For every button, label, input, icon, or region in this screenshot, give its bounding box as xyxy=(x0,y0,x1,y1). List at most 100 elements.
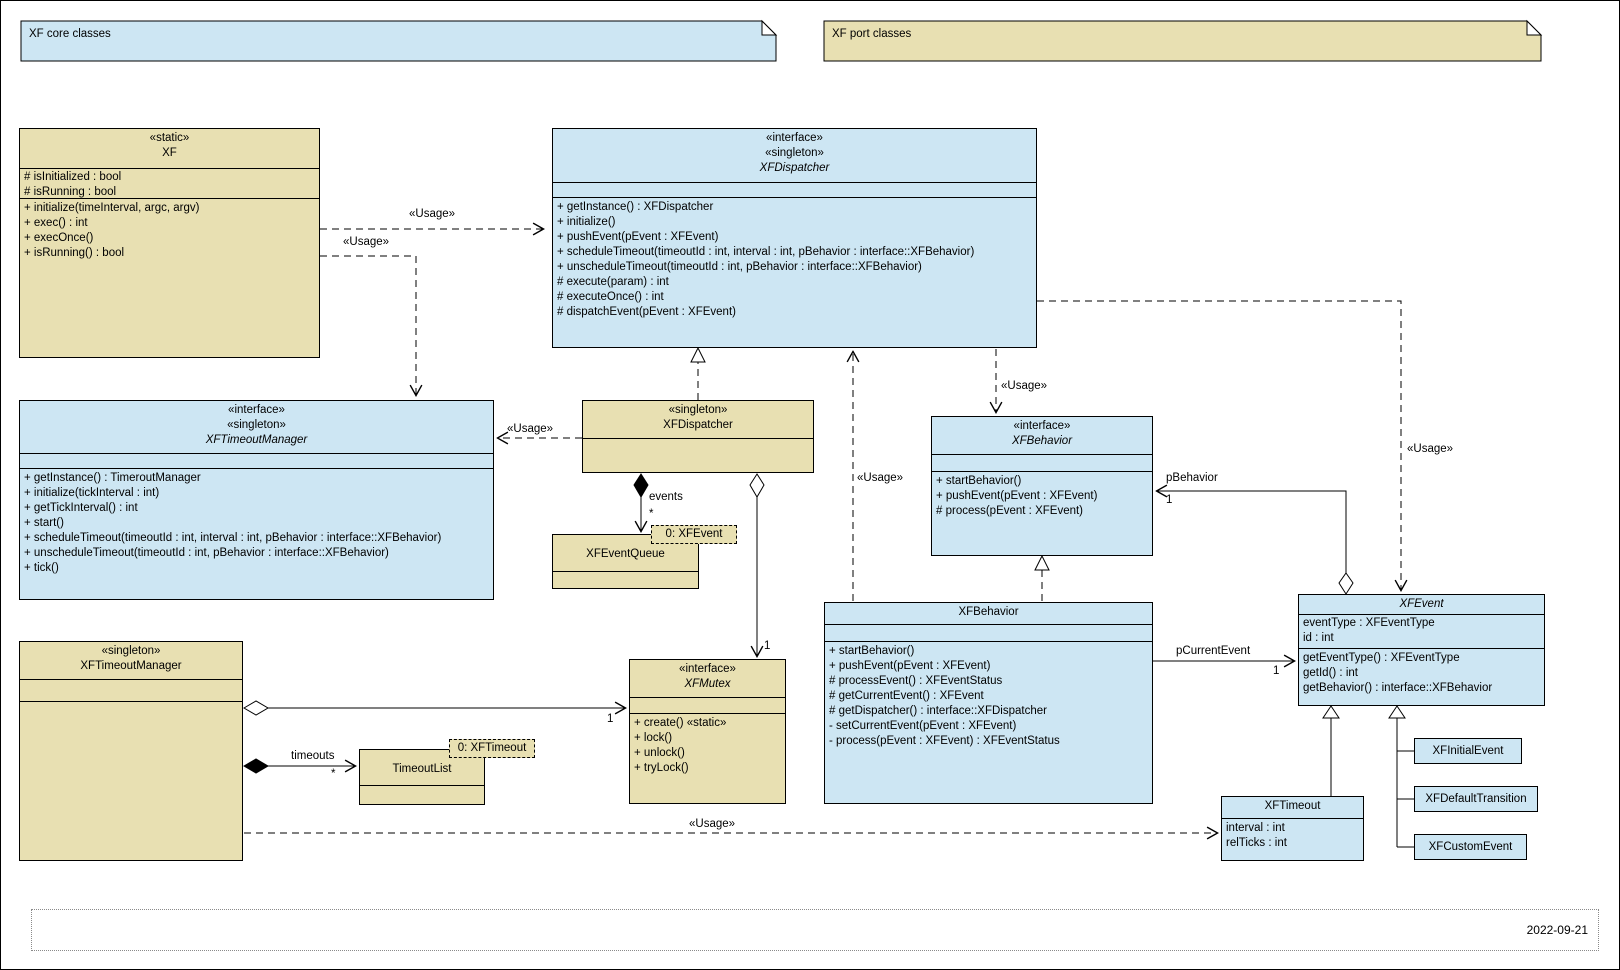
association-edge-pbehavior xyxy=(1157,491,1354,595)
usage-label: «Usage» xyxy=(1001,380,1048,392)
member-line: # processEvent() : XFEventStatus xyxy=(829,675,1003,687)
usage-edge-xf-to-xftimeoutmanager-interface xyxy=(320,255,416,395)
member-line: # isRunning : bool xyxy=(24,186,117,198)
member-line: getId() : int xyxy=(1303,667,1358,679)
methods-section: + startBehavior() + pushEvent(pEvent : XF… xyxy=(825,642,1152,803)
class-header: «interface» «singleton» XFDispatcher xyxy=(553,129,1036,183)
member-line: # getDispatcher() : interface::XFDispatc… xyxy=(829,705,1047,717)
methods-section: getEventType() : XFEventType getId() : in… xyxy=(1299,649,1544,705)
class-header: TimeoutList xyxy=(360,750,484,786)
class-timeoutlist: TimeoutList xyxy=(359,749,485,805)
member-line: + startBehavior() xyxy=(936,475,1022,487)
aggregation-edge-xfdispatcher-xfmutex xyxy=(749,473,765,656)
member-line: + lock() xyxy=(634,732,673,744)
generalization-edge-xftimeout xyxy=(1322,705,1340,796)
methods-section: + getInstance() : XFDispatcher+ initiali… xyxy=(553,198,1036,347)
member-line: + pushEvent(pEvent : XFEvent) xyxy=(829,660,991,672)
member-line: + pushEvent(pEvent : XFEvent) xyxy=(557,231,719,243)
stereotype: «singleton» xyxy=(765,147,824,159)
stereotype: «interface» xyxy=(1013,420,1071,432)
usage-label: «Usage» xyxy=(689,818,736,830)
class-xfdispatcher-interface: «interface» «singleton» XFDispatcher + g… xyxy=(552,128,1037,348)
usage-label: «Usage» xyxy=(507,423,554,435)
member-line: + unscheduleTimeout(timeoutId : int, pBe… xyxy=(557,261,922,273)
usage-label: «Usage» xyxy=(857,472,904,484)
class-header: «static» XF xyxy=(20,129,319,169)
class-name: XFDispatcher xyxy=(759,162,830,174)
class-name: XFEventQueue xyxy=(586,548,665,560)
class-xfinitialevent: XFInitialEvent xyxy=(1414,738,1522,764)
realization-edge-xfdispatcher xyxy=(690,346,706,400)
member-line: eventType : XFEventType xyxy=(1303,617,1435,629)
member-line: id : int xyxy=(1303,632,1334,644)
aggregation-edge-xftimeoutmanager-xfmutex xyxy=(243,700,625,716)
member-line: # execute(param) : int xyxy=(557,276,669,288)
methods-section xyxy=(20,702,242,860)
date-box: 2022-09-21 xyxy=(31,909,1599,951)
class-header: «singleton» XFDispatcher xyxy=(583,401,813,439)
stereotype: «singleton» xyxy=(227,419,286,431)
member-line: + exec() : int xyxy=(24,217,88,229)
class-header: XFEventQueue xyxy=(553,535,698,572)
multiplicity-xfmutex-left: 1 xyxy=(607,713,614,725)
class-name: TimeoutList xyxy=(392,763,452,775)
class-name: XFBehavior xyxy=(958,606,1019,618)
generalization-tree-event-subclasses xyxy=(1388,705,1414,848)
class-name: XFBehavior xyxy=(1011,435,1073,447)
class-xftimeoutmanager-interface: «interface» «singleton» XFTimeoutManager… xyxy=(19,400,494,600)
class-name: XFDispatcher xyxy=(663,419,733,431)
member-line: + getTickInterval() : int xyxy=(24,502,138,514)
attributes-section xyxy=(630,698,785,714)
attributes-section xyxy=(825,625,1152,642)
methods-section: + create() «static»+ lock()+ unlock()+ t… xyxy=(630,714,785,803)
empty-section xyxy=(360,786,484,804)
class-name: XFTimeoutManager xyxy=(205,434,308,446)
class-name: XFEvent xyxy=(1399,598,1444,610)
realization-edge-xfbehavior xyxy=(1034,554,1050,601)
class-header: XFTimeout xyxy=(1222,797,1363,819)
date-label: 2022-09-21 xyxy=(1526,923,1588,937)
usage-label: «Usage» xyxy=(1407,443,1454,455)
member-line: + tryLock() xyxy=(634,762,689,774)
class-xfbehavior: XFBehavior + startBehavior() + pushEvent(… xyxy=(824,602,1153,804)
member-line: interval : int xyxy=(1226,822,1285,834)
member-line: # isInitialized : bool xyxy=(24,171,122,183)
member-line: relTicks : int xyxy=(1226,837,1287,849)
stereotype: «static» xyxy=(149,132,190,144)
attributes-section xyxy=(932,455,1152,472)
empty-section xyxy=(553,572,698,588)
member-line: + unlock() xyxy=(634,747,685,759)
member-line: + getInstance() : XFDispatcher xyxy=(557,201,714,213)
usage-label: «Usage» xyxy=(343,236,390,248)
member-line: + startBehavior() xyxy=(829,645,915,657)
attributes-section: interval : int relTicks : int xyxy=(1222,819,1363,860)
member-line: + pushEvent(pEvent : XFEvent) xyxy=(936,490,1098,502)
stereotype: «interface» xyxy=(679,663,736,675)
member-line: # process(pEvent : XFEvent) xyxy=(936,505,1084,517)
role-label-pbehavior: pBehavior xyxy=(1166,472,1218,484)
member-line: + unscheduleTimeout(timeoutId : int, pBe… xyxy=(24,547,389,559)
member-line: getEventType() : XFEventType xyxy=(1303,652,1460,664)
usage-edge-xfdispatcher-to-xfevent xyxy=(1037,300,1401,590)
member-line: - process(pEvent : XFEvent) : XFEventSta… xyxy=(829,735,1060,747)
class-xfcustomevent: XFCustomEvent xyxy=(1414,834,1527,860)
member-line: # executeOnce() : int xyxy=(557,291,664,303)
member-line: + scheduleTimeout(timeoutId : int, inter… xyxy=(557,246,975,258)
member-line: # getCurrentEvent() : XFEvent xyxy=(829,690,984,702)
multiplicity-events: * xyxy=(649,508,654,520)
multiplicity-timeouts: * xyxy=(331,768,336,780)
role-label-timeouts: timeouts xyxy=(291,750,335,762)
member-line: + initialize(timeInterval, argc, argv) xyxy=(24,202,200,214)
multiplicity-pbehavior: 1 xyxy=(1166,494,1173,506)
multiplicity-pcurrentevent: 1 xyxy=(1273,665,1280,677)
multiplicity-xfmutex-top: 1 xyxy=(764,640,771,652)
object-note-xftimeout: 0: XFTimeout xyxy=(449,739,535,758)
class-xftimeoutmanager-singleton: «singleton» XFTimeoutManager xyxy=(19,641,243,861)
class-header: «interface» XFMutex xyxy=(630,660,785,698)
attributes-section: # isInitialized : bool # isRunning : bool xyxy=(20,169,319,199)
class-header: «interface» «singleton» XFTimeoutManager xyxy=(20,401,493,454)
member-line: + tick() xyxy=(24,562,59,574)
class-header: XFBehavior xyxy=(825,603,1152,625)
